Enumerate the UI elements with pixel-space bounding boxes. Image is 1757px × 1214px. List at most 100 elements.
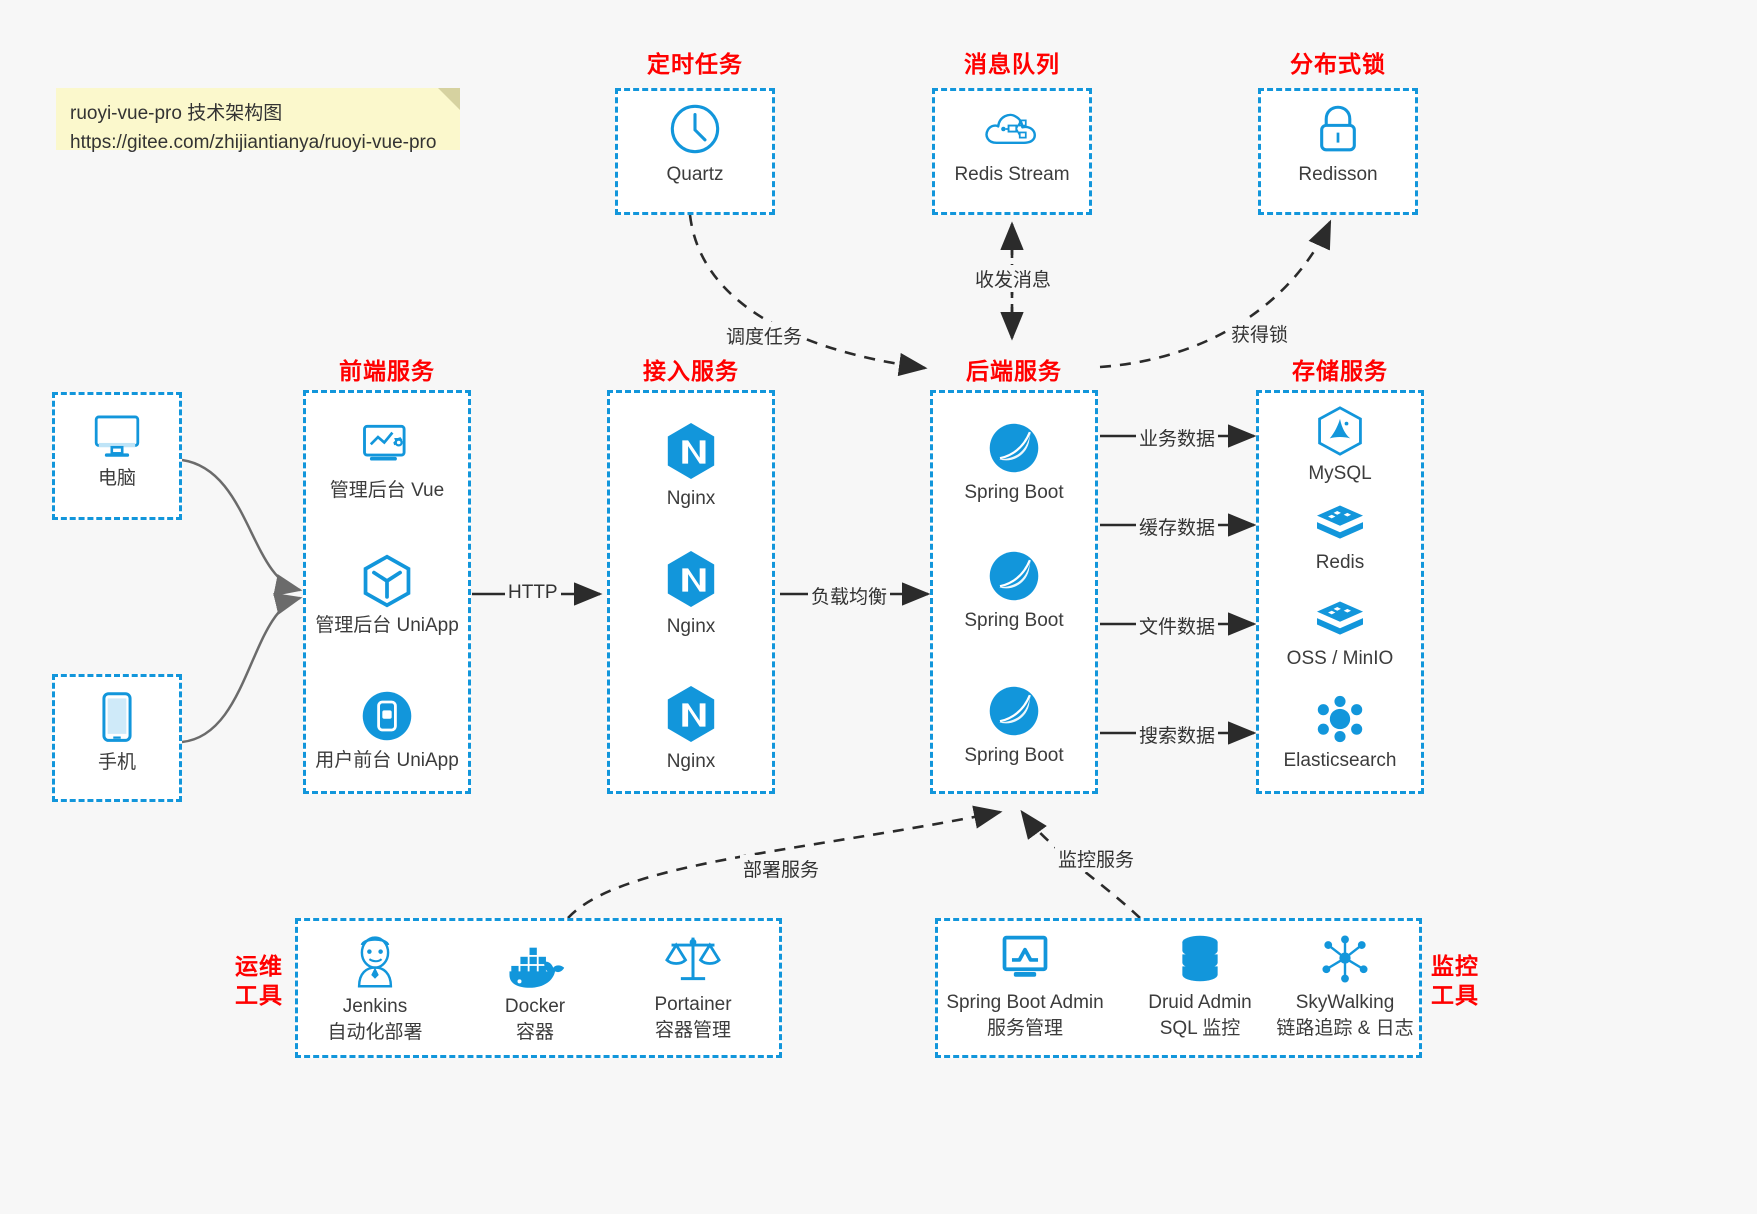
- group-title-monitor-line2: 工具: [1431, 981, 1479, 1008]
- node-sublabel: 容器: [515, 1021, 554, 1043]
- node-docker[interactable]: Docker 容器: [470, 940, 600, 1045]
- node-label: 电脑: [97, 468, 136, 489]
- portainer-scales-icon: [665, 937, 721, 981]
- group-title-scheduled: 定时任务: [647, 51, 743, 77]
- devops-tools-box: [295, 918, 782, 1058]
- node-label: 管理后台 UniApp: [315, 615, 459, 636]
- monitor-chart-icon: [1002, 935, 1048, 977]
- note-fold-corner: [438, 88, 460, 110]
- cloud-stream-icon: [985, 113, 1036, 144]
- node-nginx-1[interactable]: Nginx: [607, 420, 775, 512]
- node-label: Quartz: [666, 164, 724, 185]
- edge-label-schedule-task: 调度任务: [723, 322, 806, 349]
- edge-label-deploy-service: 部署服务: [740, 855, 823, 882]
- node-label: OSS / MinIO: [1286, 648, 1394, 669]
- node-label: Spring Boot: [964, 610, 1064, 631]
- node-label: MySQL: [1308, 463, 1372, 484]
- node-sublabel: SQL 监控: [1159, 1017, 1241, 1039]
- phone-app-icon: [362, 691, 412, 741]
- node-springboot-2[interactable]: Spring Boot: [930, 548, 1098, 634]
- node-sublabel: 容器管理: [654, 1019, 731, 1041]
- node-mobile[interactable]: 手机: [52, 690, 182, 776]
- node-elasticsearch[interactable]: Elasticsearch: [1256, 694, 1424, 774]
- group-title-monitor: 监控 工具: [1424, 952, 1486, 1010]
- group-title-frontend: 前端服务: [339, 358, 435, 384]
- edge-label-monitor-service: 监控服务: [1055, 845, 1138, 872]
- node-sublabel: 链路追踪 & 日志: [1276, 1017, 1414, 1039]
- node-nginx-3[interactable]: Nginx: [607, 683, 775, 775]
- note-url: https://gitee.com/zhijiantianya/ruoyi-vu…: [70, 132, 437, 154]
- node-springboot-3[interactable]: Spring Boot: [930, 683, 1098, 769]
- skywalking-network-icon: [1322, 935, 1368, 983]
- node-label: Elasticsearch: [1283, 750, 1397, 771]
- nginx-icon: [667, 550, 715, 608]
- node-nginx-2[interactable]: Nginx: [607, 548, 775, 640]
- node-admin-vue[interactable]: 管理后台 Vue: [303, 420, 471, 504]
- clock-icon: [670, 104, 720, 154]
- group-title-gateway: 接入服务: [643, 358, 739, 384]
- redis-cube-icon: [1317, 505, 1363, 539]
- edge-label-load-balance: 负载均衡: [808, 582, 891, 609]
- node-user-uniapp[interactable]: 用户前台 UniApp: [303, 688, 471, 774]
- mysql-dolphin-icon: [1318, 406, 1362, 456]
- hexagon-cube-icon: [363, 554, 411, 608]
- nginx-icon: [667, 422, 715, 480]
- node-admin-uniapp[interactable]: 管理后台 UniApp: [303, 553, 471, 639]
- monitor-gear-icon: [363, 424, 406, 461]
- edge-label-http: HTTP: [505, 582, 561, 604]
- database-stack-icon: [1182, 935, 1218, 982]
- node-label: Redisson: [1298, 164, 1378, 185]
- node-redisson[interactable]: Redisson: [1258, 100, 1418, 188]
- node-springboot-1[interactable]: Spring Boot: [930, 420, 1098, 506]
- node-label: Jenkins: [342, 996, 408, 1017]
- monitor-tools-box: [935, 918, 1422, 1058]
- mobile-icon: [102, 692, 132, 742]
- node-label: 用户前台 UniApp: [315, 750, 459, 771]
- padlock-icon: [1320, 105, 1356, 152]
- node-oss-minio[interactable]: OSS / MinIO: [1256, 596, 1424, 672]
- group-title-monitor-line1: 监控: [1431, 953, 1479, 979]
- node-label: Nginx: [666, 616, 716, 637]
- node-label: Spring Boot: [964, 482, 1064, 503]
- node-label: Redis: [1315, 552, 1365, 573]
- node-label: Portainer: [654, 994, 732, 1015]
- edge-label-cache-data: 缓存数据: [1136, 513, 1219, 540]
- group-title-mq: 消息队列: [964, 51, 1060, 77]
- node-spring-boot-admin[interactable]: Spring Boot Admin 服务管理: [945, 932, 1105, 1041]
- node-label: 管理后台 Vue: [329, 480, 445, 501]
- node-label: SkyWalking: [1295, 992, 1395, 1013]
- desktop-icon: [94, 415, 140, 457]
- group-title-backend: 后端服务: [966, 358, 1062, 384]
- node-quartz[interactable]: Quartz: [615, 100, 775, 188]
- edge-label-search-data: 搜索数据: [1136, 721, 1219, 748]
- group-title-devops-line2: 工具: [235, 981, 283, 1008]
- docker-whale-icon: [509, 947, 565, 988]
- jenkins-butler-icon: [357, 936, 393, 988]
- node-label: Docker: [504, 996, 566, 1017]
- node-portainer[interactable]: Portainer 容器管理: [628, 932, 758, 1043]
- node-redis-stream[interactable]: Redis Stream: [932, 100, 1092, 188]
- node-label: Spring Boot: [964, 745, 1064, 766]
- node-redis[interactable]: Redis: [1256, 500, 1424, 576]
- node-label: Nginx: [666, 488, 716, 509]
- edge-label-acquire-lock: 获得锁: [1228, 320, 1292, 347]
- node-jenkins[interactable]: Jenkins 自动化部署: [310, 932, 440, 1045]
- node-sublabel: 自动化部署: [327, 1021, 423, 1043]
- elasticsearch-icon: [1317, 695, 1363, 743]
- node-desktop[interactable]: 电脑: [52, 410, 182, 492]
- node-label: Spring Boot Admin: [946, 992, 1104, 1013]
- node-label: Nginx: [666, 751, 716, 772]
- node-skywalking[interactable]: SkyWalking 链路追踪 & 日志: [1275, 932, 1415, 1041]
- group-title-storage: 存储服务: [1292, 358, 1388, 384]
- node-mysql[interactable]: MySQL: [1256, 405, 1424, 487]
- nginx-icon: [667, 685, 715, 743]
- distributed-lock-box: [1258, 88, 1418, 215]
- note-title: ruoyi-vue-pro 技术架构图: [70, 103, 283, 124]
- node-label: 手机: [97, 752, 136, 773]
- node-label: Redis Stream: [954, 164, 1070, 185]
- spring-leaf-icon: [989, 686, 1039, 736]
- node-druid-admin[interactable]: Druid Admin SQL 监控: [1130, 932, 1270, 1041]
- oss-cube-icon: [1317, 601, 1363, 635]
- edge-label-send-receive-msg: 收发消息: [972, 265, 1055, 292]
